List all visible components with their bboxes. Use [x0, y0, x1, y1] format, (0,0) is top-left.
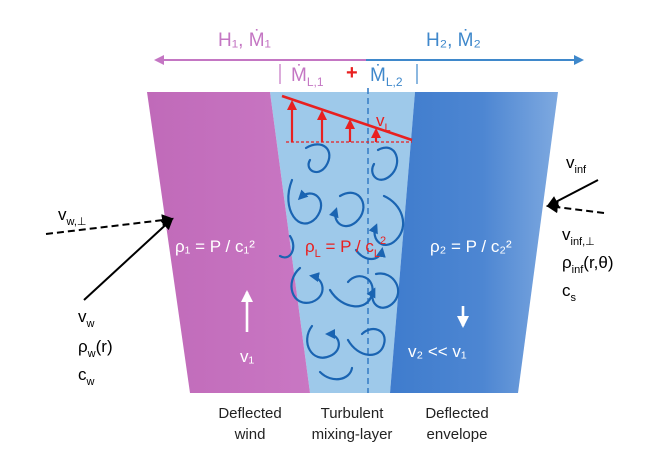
wind-c-label: cw: [78, 365, 95, 388]
inf-c-label: cs: [562, 281, 577, 304]
layer-density: ρL = P / cL2: [305, 235, 386, 260]
wind-perp-arrow: [45, 214, 174, 235]
deflected-envelope-region: [390, 92, 558, 393]
inf-perp-arrow: [546, 201, 605, 214]
right-flux-label: H₂, Ṁ₂: [426, 30, 481, 51]
inf-incoming-arrow: [546, 179, 599, 207]
shear-profile: [281, 94, 413, 143]
wind-incoming-arrow: [83, 217, 174, 301]
wind-density: ρ₁ = P / c₁²: [175, 237, 255, 256]
swirl-6: [290, 266, 324, 304]
swirl-5: [368, 194, 405, 246]
envelope-region-label-1: Deflected: [425, 405, 488, 422]
layer-region-label-1: Turbulent: [321, 405, 385, 422]
mixing-flux-2: ṀL,2: [370, 65, 403, 89]
wind-velocity-label: v₁: [240, 347, 255, 366]
swirl-10: [346, 327, 386, 356]
wind-region-label-2: wind: [234, 426, 266, 443]
mixing-layer-region: [270, 92, 415, 393]
swirl-12: [278, 234, 295, 259]
shear-front-line: [281, 94, 413, 142]
shear-velocity-label: vL: [376, 111, 391, 134]
inf-perp-label: vinf,⊥: [562, 225, 595, 248]
swirl-3: [329, 191, 365, 228]
layer-region-label-2: mixing-layer: [312, 426, 393, 443]
swirl-1: [287, 178, 323, 225]
turbulent-swirls: [278, 143, 405, 381]
inf-v-label: vinf: [566, 153, 587, 176]
wind-region-label-1: Deflected: [218, 405, 281, 422]
swirl-9: [306, 324, 340, 359]
swirl-4: [371, 146, 399, 181]
wind-perp-label: vw,⊥: [58, 205, 86, 228]
swirl-11: [318, 366, 354, 381]
envelope-density: ρ₂ = P / c₂²: [430, 237, 512, 256]
envelope-velocity-label: v₂ << v₁: [408, 342, 467, 361]
mixing-flux-1: ṀL,1: [291, 65, 324, 89]
swirl-2: [304, 143, 331, 174]
inf-rho-label: ρinf(r,θ): [562, 253, 614, 276]
wind-v-label: vw: [78, 307, 95, 330]
swirl-8: [366, 272, 400, 309]
wind-rho-label: ρw(r): [78, 337, 113, 360]
mixing-flux-plus: +: [346, 62, 358, 84]
swirl-13: [354, 247, 386, 261]
left-flux-label: H₁, Ṁ₁: [218, 30, 271, 51]
envelope-region-label-2: envelope: [427, 426, 488, 443]
deflected-wind-region: [147, 92, 310, 393]
